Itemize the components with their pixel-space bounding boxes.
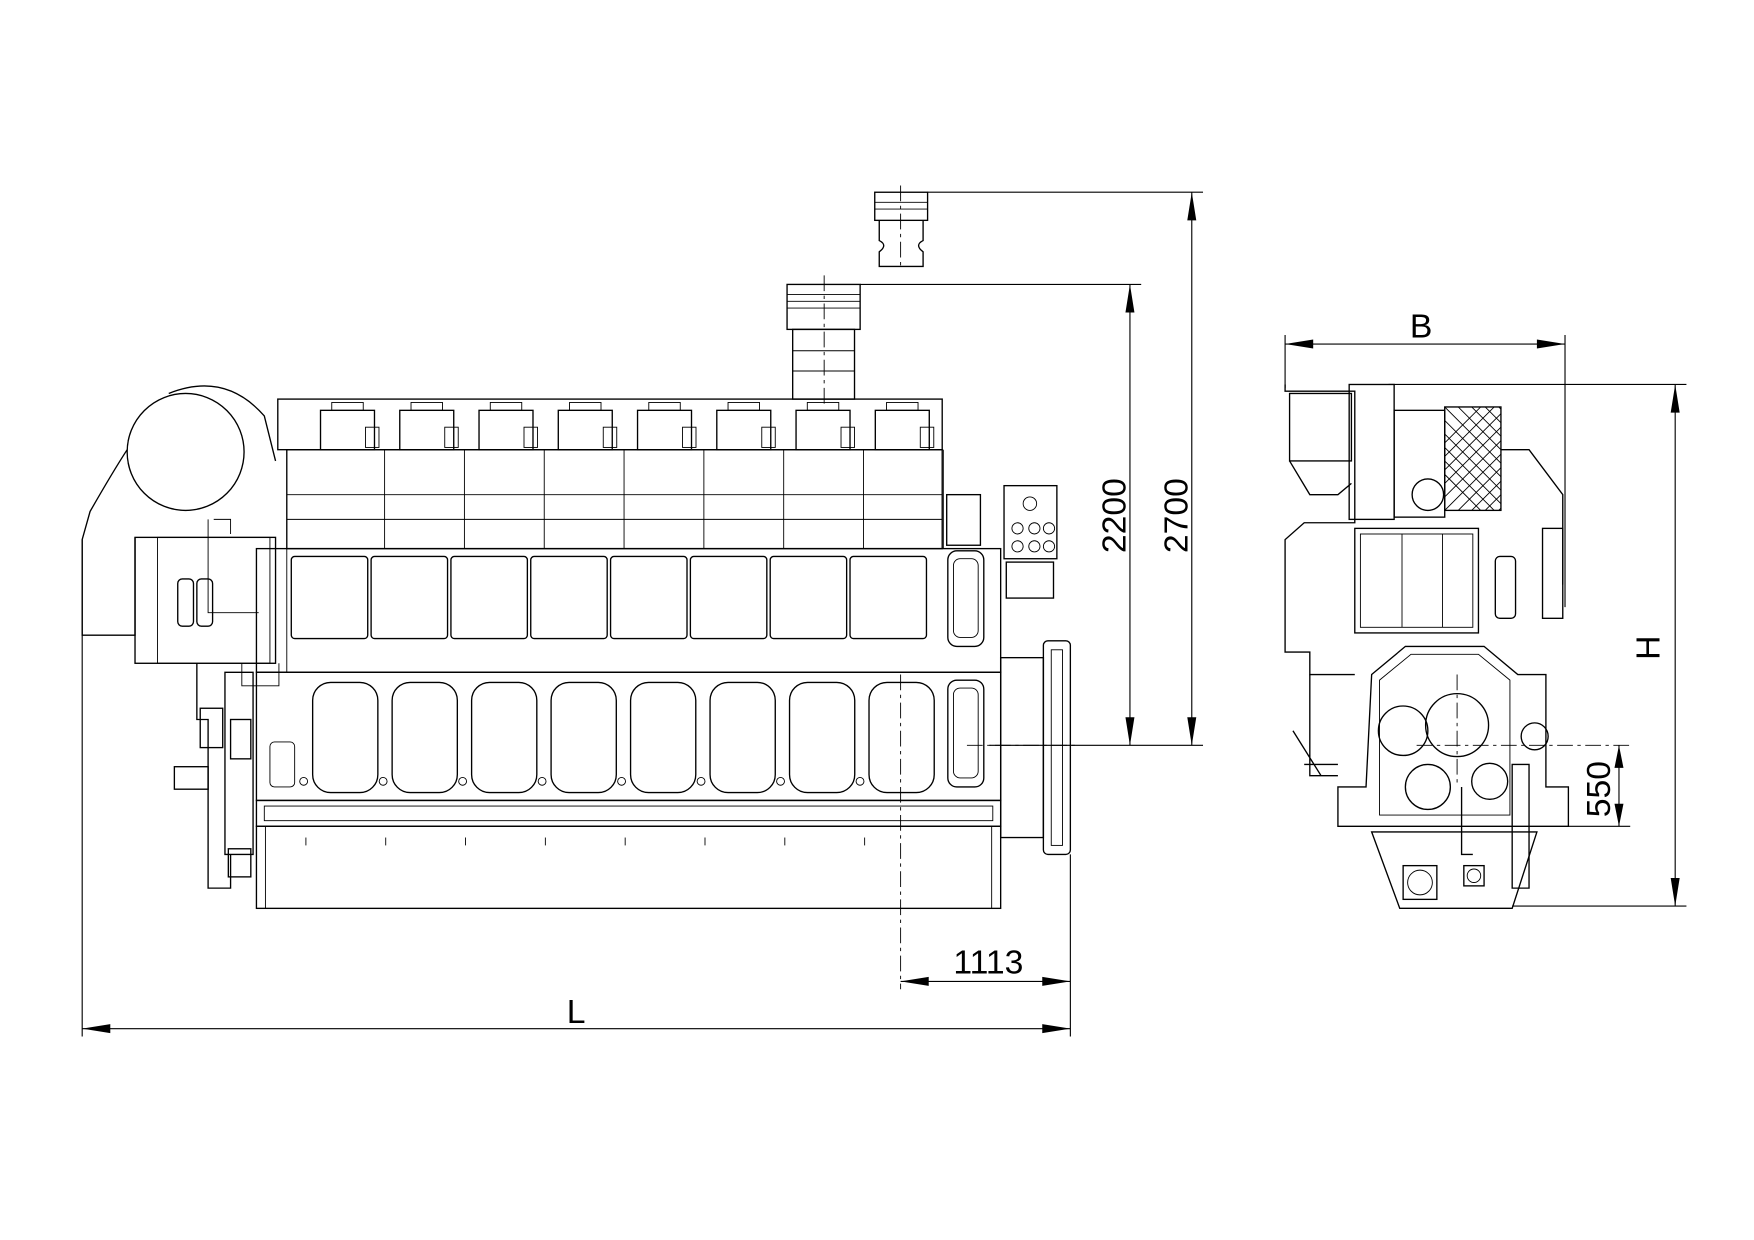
valve-cover-cap <box>806 402 840 411</box>
exhaust-outlet-upper <box>874 185 929 270</box>
charge-air-cooler <box>1354 527 1480 634</box>
dimension-1113: 1113 <box>900 944 1071 986</box>
dimension-label-2200: 2200 <box>1095 478 1133 553</box>
bolt <box>617 776 626 786</box>
control-panel <box>946 484 1058 599</box>
mesh-line <box>1444 406 1482 444</box>
block-cover <box>290 555 369 640</box>
side-view <box>81 185 1080 990</box>
dimension-label-B: B <box>1410 307 1433 345</box>
flywheel <box>999 640 1072 856</box>
crankcase-door <box>788 681 856 794</box>
valve-cover-cap <box>727 402 760 411</box>
mesh-line <box>1444 426 1501 485</box>
block-cover <box>609 555 688 640</box>
mesh-line <box>1444 453 1501 511</box>
valve-cover-cap <box>410 402 443 411</box>
injector <box>919 426 935 448</box>
injector <box>444 426 459 448</box>
crankcase-end <box>1337 645 1570 827</box>
block-cover <box>769 555 848 640</box>
crankcase-door <box>311 681 379 794</box>
dimension-label-1113: 1113 <box>953 944 1023 982</box>
valve-cover-cap <box>886 402 919 411</box>
valve-cover-cap <box>648 402 681 411</box>
mesh-line <box>1444 460 1495 511</box>
dimension-label-H: H <box>1629 636 1667 660</box>
mesh-line <box>1444 473 1482 511</box>
sump <box>1370 831 1538 910</box>
mesh-line <box>1457 406 1501 451</box>
block-cover <box>450 555 529 640</box>
bolt <box>299 776 309 786</box>
dimension-label-L: L <box>567 993 586 1031</box>
crankcase-door <box>629 681 697 794</box>
dimension-H: H <box>1388 383 1687 907</box>
block-cover <box>370 555 449 640</box>
mesh-line <box>1444 413 1501 471</box>
bolt <box>378 776 388 786</box>
crankcase-door <box>550 681 617 794</box>
valve-cover-cap <box>331 402 364 411</box>
injector <box>602 426 618 448</box>
mesh-line <box>1471 406 1501 437</box>
front-auxiliaries <box>173 663 280 889</box>
valve-cover-cap <box>569 402 602 411</box>
bolt <box>458 776 468 786</box>
mesh-line <box>1471 480 1501 511</box>
mesh-line <box>1444 406 1495 458</box>
dimension-550: 550 <box>1568 745 1631 827</box>
valve-covers <box>319 402 935 451</box>
dimension-B: B <box>1284 307 1566 608</box>
mesh-line <box>1444 440 1501 498</box>
injector <box>682 426 697 448</box>
exhaust-outlet-lower <box>786 275 861 405</box>
block-cover <box>689 555 768 640</box>
bolt <box>696 776 706 786</box>
end-view <box>1284 383 1631 910</box>
air-filter <box>1444 406 1502 512</box>
valve-cover-cap <box>489 402 523 411</box>
injector <box>840 426 855 448</box>
crankcase-door <box>868 681 935 794</box>
dimension-2200: 2200 <box>860 283 1204 746</box>
dimension-L: L <box>81 539 1071 1037</box>
block-cover <box>530 555 608 640</box>
injector <box>365 426 380 448</box>
crankcase-door <box>709 681 776 794</box>
dimension-label-550: 550 <box>1580 761 1618 817</box>
bolt <box>776 776 785 786</box>
block-cover <box>849 555 928 640</box>
injector <box>523 426 538 448</box>
dimension-2700: 2700 <box>927 191 1204 746</box>
mesh-line <box>1457 467 1501 511</box>
bolt <box>855 776 865 786</box>
dimension-label-2700: 2700 <box>1157 478 1195 553</box>
air-filter-mesh <box>1444 406 1501 511</box>
bolt <box>537 776 547 786</box>
crankcase-door <box>391 681 459 794</box>
injector <box>761 426 776 448</box>
crankcase-door <box>470 681 538 794</box>
